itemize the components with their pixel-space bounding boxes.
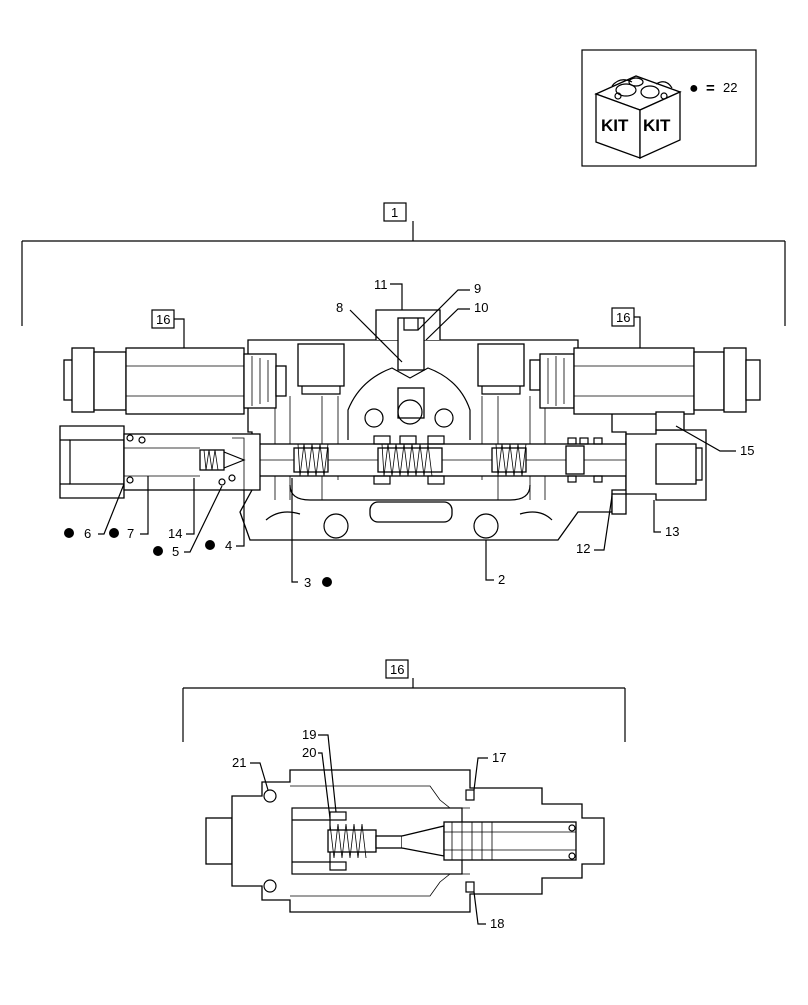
callout-10: 10 <box>474 300 488 315</box>
callout-1: 1 <box>391 205 398 220</box>
kit-dot-4 <box>205 540 215 550</box>
relief-valve-left <box>63 347 287 415</box>
legend-ref: 22 <box>723 80 737 95</box>
assembly-bracket-1: 1 <box>21 202 786 326</box>
legend-dot: ● <box>689 80 699 97</box>
kit-label-right: KIT <box>643 116 671 135</box>
kit-legend: KIT KIT ● = 22 <box>581 49 757 167</box>
callout-16-detail: 16 <box>390 662 404 677</box>
kit-box-icon <box>594 75 682 160</box>
callout-16-right: 16 <box>616 310 630 325</box>
callout-16-left: 16 <box>156 312 170 327</box>
callout-6: 6 <box>84 526 91 541</box>
control-valve-body <box>123 309 633 541</box>
callout-19: 19 <box>302 727 316 742</box>
kit-dot-6 <box>64 528 74 538</box>
callout-5: 5 <box>172 544 179 559</box>
kit-legend-frame <box>581 49 757 167</box>
callout-11: 11 <box>374 277 388 292</box>
relief-valve-detail: 16 <box>182 659 626 913</box>
callout-14: 14 <box>168 526 182 541</box>
callout-3: 3 <box>304 575 311 590</box>
callout-20: 20 <box>302 745 316 760</box>
callout-18: 18 <box>490 916 504 931</box>
callout-21: 21 <box>232 755 246 770</box>
relief-valve-right <box>529 347 761 415</box>
callout-15: 15 <box>740 443 754 458</box>
callout-box-16-detail <box>385 659 409 679</box>
kit-dot-7 <box>109 528 119 538</box>
callout-7: 7 <box>127 526 134 541</box>
callout-13: 13 <box>665 524 679 539</box>
callout-4: 4 <box>225 538 232 553</box>
callout-2: 2 <box>498 572 505 587</box>
callout-9: 9 <box>474 281 481 296</box>
kit-dot-3 <box>322 577 332 587</box>
callout-8: 8 <box>336 300 343 315</box>
right-spool-end <box>611 411 707 515</box>
kit-label-left: KIT <box>601 116 629 135</box>
legend-equals: = <box>706 80 715 97</box>
callout-12: 12 <box>576 541 590 556</box>
callout-box-1 <box>383 202 407 222</box>
callout-17: 17 <box>492 750 506 765</box>
kit-dot-5 <box>153 546 163 556</box>
left-spool-end <box>59 425 261 499</box>
